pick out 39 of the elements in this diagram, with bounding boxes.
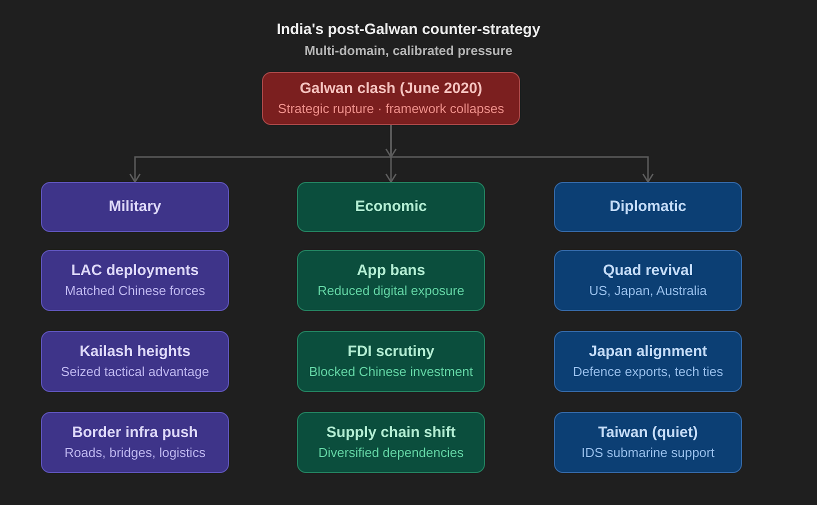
item-box xyxy=(297,412,485,473)
box-subheading: Seized tactical advantage xyxy=(60,364,210,380)
diagram-subtitle: Multi-domain, calibrated pressure xyxy=(304,43,513,59)
box-subheading: Defence exports, tech ties xyxy=(572,364,724,380)
item-box xyxy=(297,331,485,392)
box-subheading: US, Japan, Australia xyxy=(589,283,707,299)
box-subheading: Reduced digital exposure xyxy=(318,283,464,299)
box-heading: Military xyxy=(108,198,162,216)
category-box xyxy=(554,182,742,232)
box-heading: App bans xyxy=(356,262,426,280)
item-box xyxy=(41,331,229,392)
item-box xyxy=(41,250,229,311)
box-heading: Diplomatic xyxy=(610,198,686,216)
event-box xyxy=(262,72,520,125)
box-heading: Supply chain shift xyxy=(326,424,456,442)
item-box xyxy=(554,412,742,473)
box-heading: Economic xyxy=(355,198,427,216)
box-heading: Quad revival xyxy=(602,262,694,280)
box-heading: LAC deployments xyxy=(71,262,199,280)
box-heading: Taiwan (quiet) xyxy=(598,424,698,442)
connector-arrow xyxy=(390,125,654,183)
box-subheading: Matched Chinese forces xyxy=(64,283,206,299)
box-subheading: Diversified dependencies xyxy=(318,445,464,461)
box-subheading: Blocked Chinese investment xyxy=(308,364,474,380)
item-box xyxy=(554,331,742,392)
item-box xyxy=(297,250,485,311)
box-heading: Japan alignment xyxy=(588,343,708,361)
box-heading: Kailash heights xyxy=(80,343,190,361)
item-box xyxy=(41,412,229,473)
diagram-title: India's post-Galwan counter-strategy xyxy=(276,21,540,39)
category-box xyxy=(41,182,229,232)
box-subheading: Strategic rupture · framework collapses xyxy=(278,101,504,117)
box-heading: FDI scrutiny xyxy=(348,343,434,361)
box-heading: Border infra push xyxy=(72,424,198,442)
category-box xyxy=(297,182,485,232)
box-subheading: Roads, bridges, logistics xyxy=(64,445,206,461)
box-subheading: IDS submarine support xyxy=(582,445,714,461)
item-box xyxy=(554,250,742,311)
box-heading: Galwan clash (June 2020) xyxy=(300,80,482,98)
